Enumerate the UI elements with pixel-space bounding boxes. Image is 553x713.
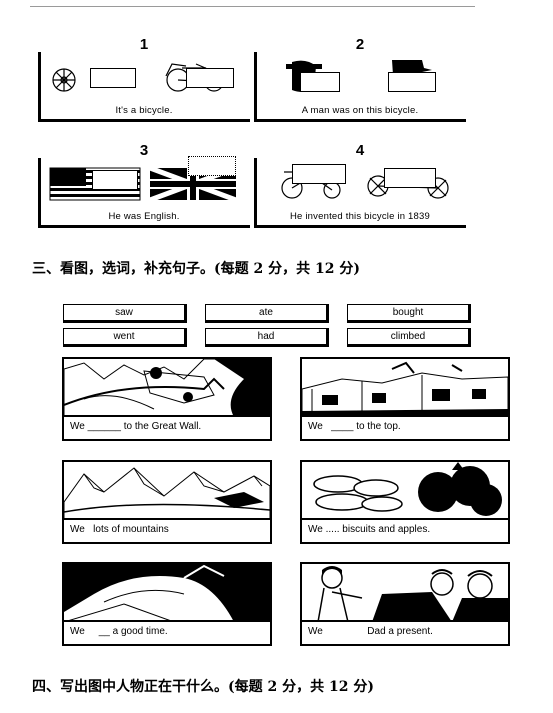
bicycle-picture	[262, 162, 458, 204]
panel-number: 1	[139, 36, 149, 53]
subject-text: We	[308, 626, 323, 637]
word-option: saw	[63, 304, 187, 323]
answer-blank[interactable]: ______	[84, 421, 124, 432]
answer-blank[interactable]: .....	[322, 524, 343, 535]
panel-border	[254, 119, 466, 122]
panel-number: 3	[139, 142, 149, 159]
biscuits-apples-picture	[302, 462, 508, 520]
panel-border	[254, 52, 257, 122]
bicycle-panel-4: 4 He invented this bicycle in 1839	[254, 142, 466, 228]
word-option: went	[63, 328, 187, 347]
answer-box[interactable]	[188, 156, 236, 176]
subject-text: We	[70, 421, 85, 432]
panel-caption: A man was on this bicycle.	[301, 105, 419, 116]
sentence-text: biscuits and apples.	[342, 524, 431, 535]
mountains-picture	[64, 462, 270, 521]
sentence-panel-3: We lots of mountains	[62, 460, 272, 544]
panel-border	[254, 158, 257, 228]
subject-text: We	[70, 524, 85, 535]
sentence-caption: We lots of mountains	[64, 518, 270, 542]
word-option: bought	[347, 304, 471, 323]
sentence-panel-6: We Dad a present.	[300, 562, 510, 646]
sentence-caption: We ..... biscuits and apples.	[302, 518, 508, 542]
bicycle-panel-3: 3 He was English.	[38, 142, 250, 228]
man-picture	[262, 56, 458, 98]
panel-caption: He invented this bicycle in 1839	[289, 211, 430, 222]
sentence-caption: We ______ to the Great Wall.	[64, 415, 270, 439]
sentence-caption: We __ a good time.	[64, 620, 270, 644]
sentence-caption: We ____ to the top.	[302, 415, 508, 439]
word-option: climbed	[347, 328, 471, 347]
sentence-panel-1: We ______ to the Great Wall.	[62, 357, 272, 441]
great-wall-picture	[64, 359, 270, 418]
sentence-text: Dad a present.	[367, 626, 433, 637]
panel-border	[38, 119, 250, 122]
panel-border	[254, 225, 466, 228]
panel-caption: It's a bicycle.	[115, 105, 173, 116]
good-time-picture	[64, 564, 270, 623]
answer-blank[interactable]	[323, 626, 367, 637]
panel-number: 2	[355, 36, 365, 53]
word-option: had	[205, 328, 329, 347]
sentence-panel-5: We __ a good time.	[62, 562, 272, 646]
answer-blank[interactable]: __	[84, 626, 113, 637]
sentence-panel-2: We ____ to the top.	[300, 357, 510, 441]
sentence-caption: We Dad a present.	[302, 620, 508, 644]
subject-text: We	[308, 421, 323, 432]
top-rule	[30, 6, 475, 7]
panel-border	[38, 225, 250, 228]
subject-text: We	[70, 626, 85, 637]
bicycle-picture	[46, 56, 242, 98]
answer-blank[interactable]	[85, 524, 93, 535]
section-4-heading: 四、写出图中人物正在干什么。(每题 2 分，共 12 分)	[32, 679, 374, 695]
climbing-picture	[302, 359, 508, 418]
subject-text: We	[308, 524, 323, 535]
answer-box[interactable]	[292, 164, 346, 184]
answer-box[interactable]	[300, 72, 340, 92]
bicycle-panel-1: 1 It's a bicycle.	[38, 36, 250, 122]
answer-box[interactable]	[90, 68, 136, 88]
answer-box[interactable]	[186, 68, 234, 88]
sentence-text: a good time.	[112, 626, 168, 637]
sentence-text: to the Great Wall.	[123, 421, 202, 432]
answer-box[interactable]	[92, 170, 138, 190]
sentence-text: to the top.	[356, 421, 401, 432]
present-picture	[302, 564, 508, 623]
panel-border	[38, 52, 41, 122]
sentence-text: lots of mountains	[93, 524, 169, 535]
answer-blank[interactable]: ____	[322, 421, 357, 432]
answer-box[interactable]	[388, 72, 436, 92]
sentence-panel-4: We ..... biscuits and apples.	[300, 460, 510, 544]
flags-picture	[46, 156, 242, 204]
bicycle-panel-2: 2 A man was on this bicycle.	[254, 36, 466, 122]
panel-number: 4	[355, 142, 365, 159]
answer-box[interactable]	[384, 168, 436, 188]
word-option: ate	[205, 304, 329, 323]
section-3-heading: 三、看图，选词，补充句子。(每题 2 分，共 12 分)	[32, 261, 360, 277]
panel-border	[38, 158, 41, 228]
panel-caption: He was English.	[108, 211, 180, 222]
